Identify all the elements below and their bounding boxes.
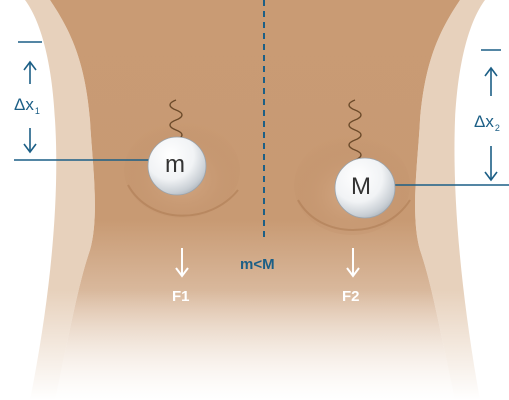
mass-left-label: m bbox=[165, 153, 185, 177]
force-left-label: F1 bbox=[172, 289, 190, 304]
displacement-right-label: Δx2 bbox=[474, 113, 500, 133]
force-right-label: F2 bbox=[342, 289, 360, 304]
displacement-right-subscript: 2 bbox=[495, 123, 500, 133]
displacement-right-symbol: Δx bbox=[474, 112, 494, 131]
comparison-label: m<M bbox=[240, 257, 275, 272]
displacement-left-label: Δx1 bbox=[14, 96, 40, 116]
displacement-left-symbol: Δx bbox=[14, 95, 34, 114]
displacement-left-subscript: 1 bbox=[35, 106, 40, 116]
mass-right-label: M bbox=[351, 175, 371, 199]
